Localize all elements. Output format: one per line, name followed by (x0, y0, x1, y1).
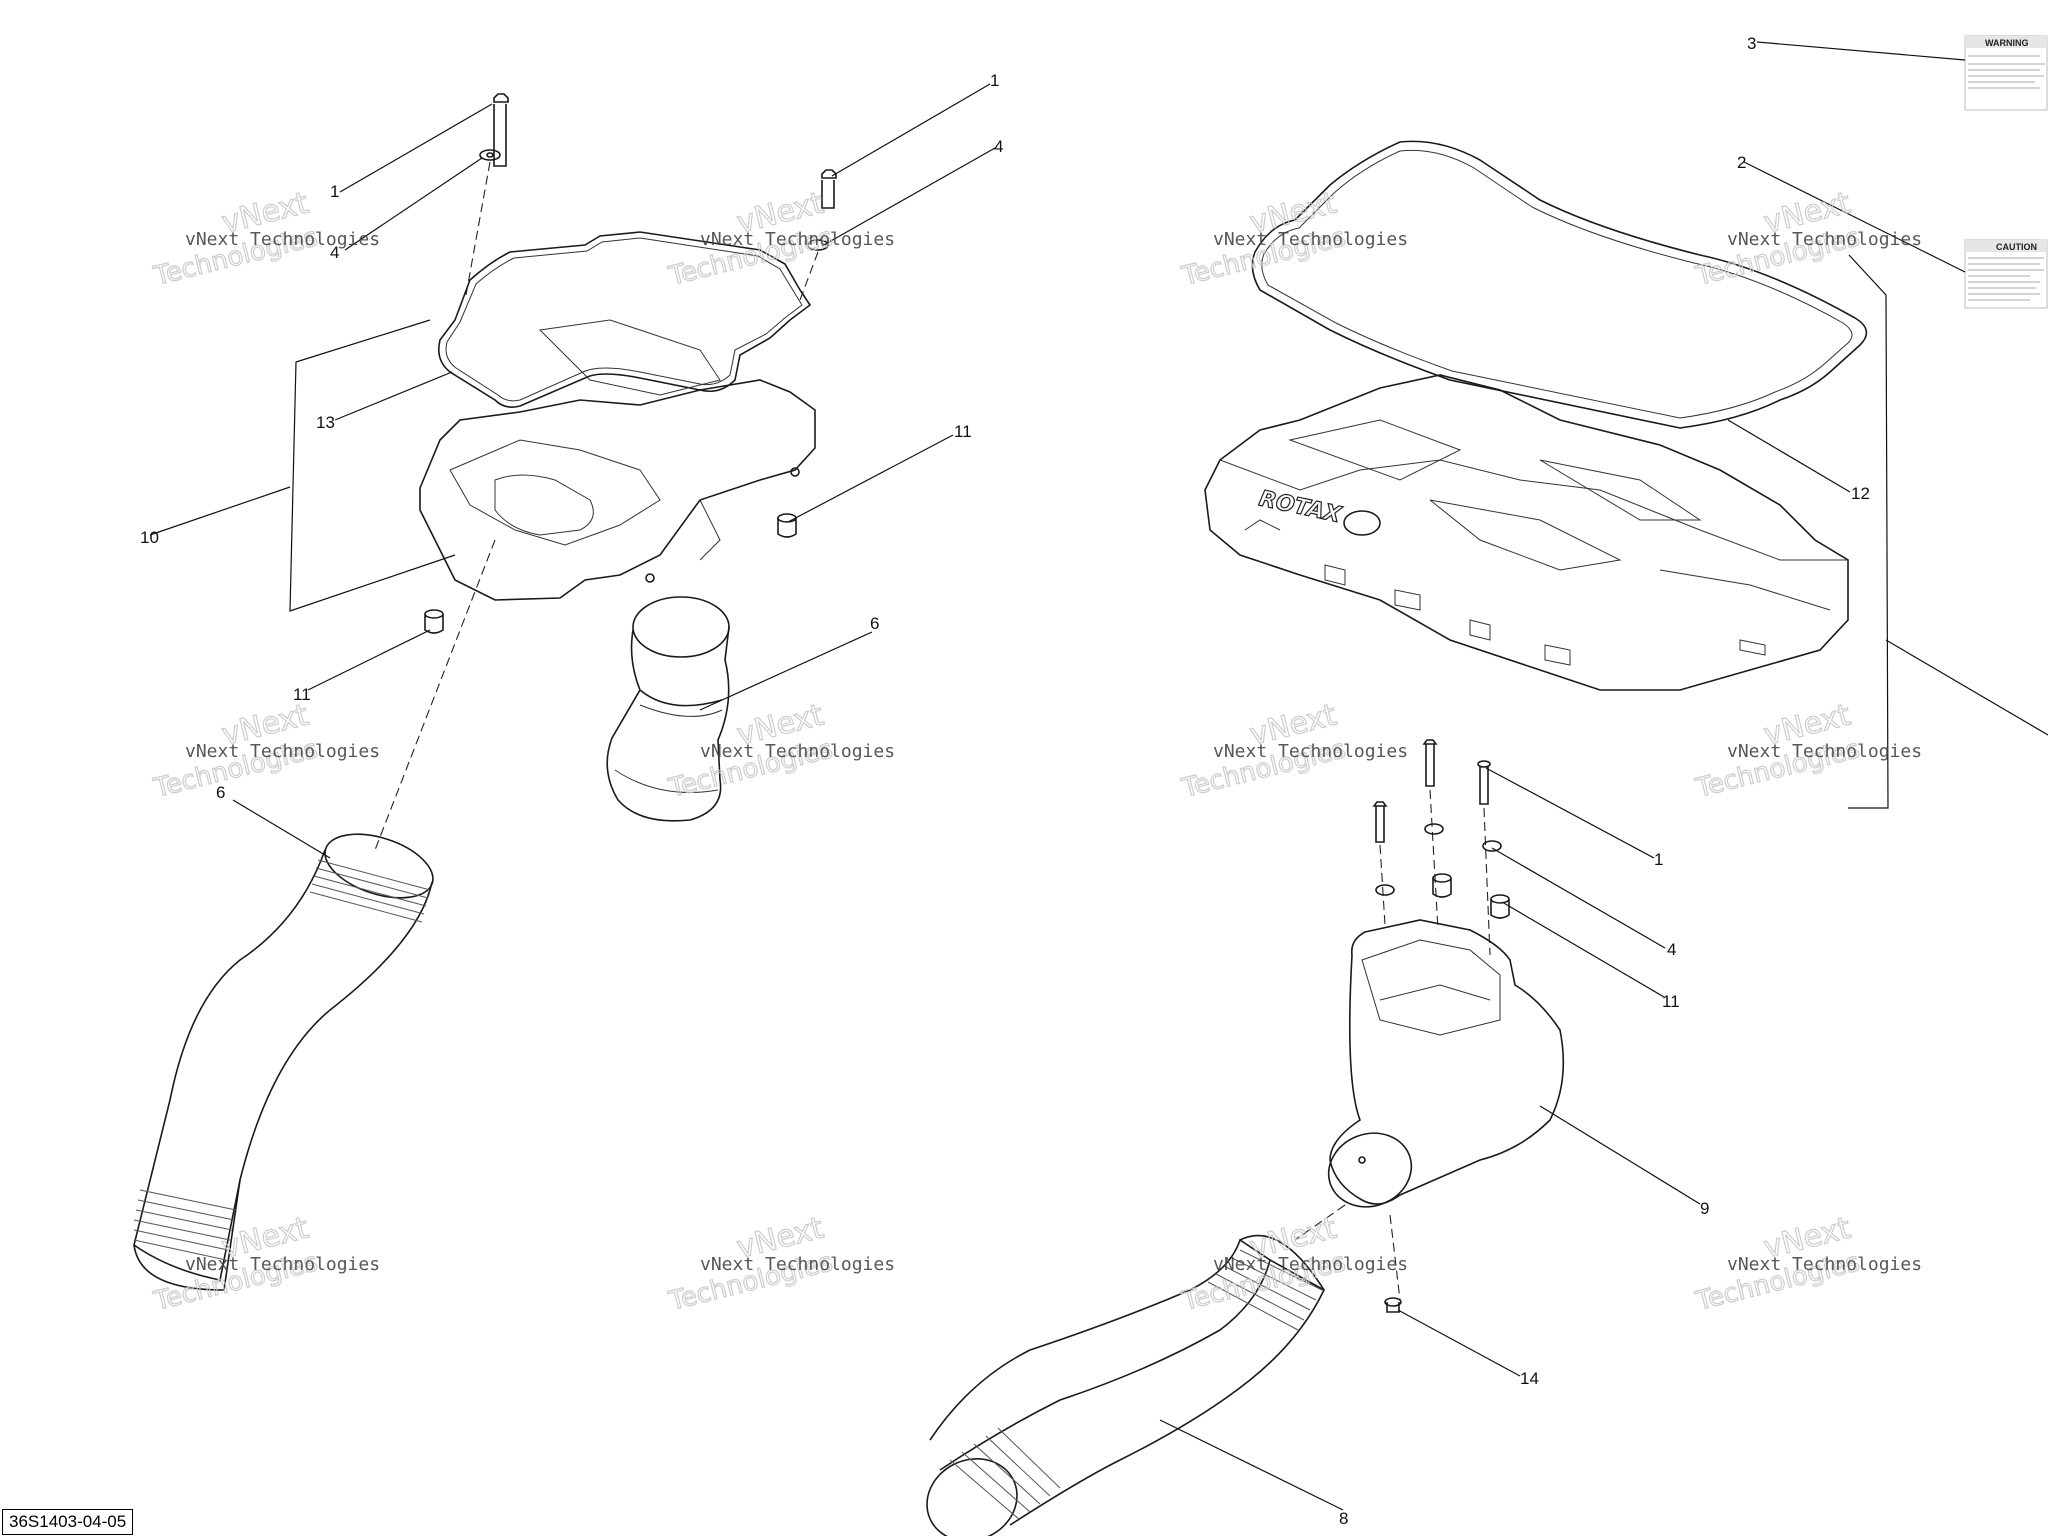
screw-part (1477, 760, 1491, 805)
drain-screw-part (1384, 1297, 1402, 1313)
watermark: vNext Technologies vNext Technologies (1692, 185, 1922, 293)
callout-label: 8 (1339, 1509, 1348, 1528)
svg-text:vNext Technologies: vNext Technologies (1727, 741, 1922, 762)
svg-text:vNext Technologies: vNext Technologies (1213, 1254, 1408, 1275)
resonator-housing-part (1327, 919, 1565, 1208)
watermark: vNext Technologies vNext Technologies (665, 185, 895, 293)
watermark: vNext Technologies vNext Technologies (150, 697, 380, 805)
insert-nut-part (777, 513, 797, 538)
insert-nut-part (424, 609, 444, 634)
callout-label: 10 (140, 528, 159, 547)
watermark: vNext Technologies vNext Technologies (665, 1210, 895, 1318)
svg-text:vNext Technologies: vNext Technologies (700, 1254, 895, 1275)
watermark: vNext Technologies vNext Technologies (665, 697, 895, 805)
leader-lines (149, 41, 2048, 1511)
callout-label: 9 (1700, 1199, 1709, 1218)
callout-label: 4 (330, 243, 339, 262)
left-airbox-assembly (133, 93, 837, 1291)
callout-label: 11 (954, 422, 972, 441)
svg-text:vNext Technologies: vNext Technologies (700, 229, 895, 250)
warning-decal: WARNING (1964, 35, 2048, 111)
watermark: vNext Technologies vNext Technologies (1178, 697, 1408, 805)
callout-label: 11 (1662, 992, 1680, 1011)
intake-hose-part (133, 833, 434, 1291)
airbox-base-part (419, 319, 816, 601)
svg-text:vNext Technologies: vNext Technologies (1727, 229, 1922, 250)
callout-label: 6 (216, 783, 225, 802)
caution-decal: CAUTION (1964, 239, 2048, 309)
svg-text:vNext Technologies: vNext Technologies (700, 741, 895, 762)
svg-text:vNext Technologies: vNext Technologies (185, 741, 380, 762)
callout-label: 1 (990, 71, 999, 90)
washer-part (1375, 884, 1395, 896)
svg-text:vNext Technologies: vNext Technologies (1213, 229, 1408, 250)
callout-label: 3 (1747, 34, 1756, 53)
right-airbox-assembly: ROTAX (926, 35, 2048, 1536)
washer-part (1424, 823, 1444, 835)
svg-text:vNext Technologies: vNext Technologies (185, 229, 380, 250)
svg-text:vNext Technologies: vNext Technologies (1727, 1254, 1922, 1275)
watermark: vNext Technologies vNext Technologies (150, 1210, 380, 1318)
airbox-cover-part: ROTAX (1204, 374, 1849, 691)
washer-part (1482, 840, 1502, 852)
insert-nut-part (1432, 873, 1452, 898)
drawing-code: 36S1403-04-05 (2, 1509, 134, 1535)
callout-label: 4 (1667, 940, 1676, 959)
caution-decal-title: CAUTION (1996, 242, 2037, 252)
washer-part (807, 239, 829, 251)
svg-text:vNext Technologies: vNext Technologies (1213, 741, 1408, 762)
callout-label: 12 (1851, 484, 1870, 503)
screw-part (1372, 801, 1388, 843)
screw-part (1422, 739, 1438, 787)
callout-label: 1 (330, 182, 339, 201)
callout-label: 13 (316, 413, 335, 432)
screw-part (493, 93, 509, 167)
callout-label: 4 (994, 137, 1003, 156)
callout-label: 2 (1737, 153, 1746, 172)
callout-label: 6 (870, 614, 879, 633)
callout-label: 1 (1654, 850, 1663, 869)
gasket-part (437, 231, 812, 408)
rotax-logo: ROTAX (1257, 486, 1344, 528)
outlet-hose-part (926, 1234, 1326, 1536)
watermarks: vNext Technologies vNext Technologies vN… (150, 185, 1922, 1318)
washer-part (479, 149, 501, 161)
watermark: vNext Technologies vNext Technologies (1692, 1210, 1922, 1318)
callout-label: 14 (1520, 1369, 1539, 1388)
watermark: vNext Technologies vNext Technologies (150, 185, 380, 293)
elbow-duct-part (606, 596, 730, 822)
callout-label: 11 (293, 685, 311, 704)
warning-decal-title: WARNING (1985, 38, 2029, 48)
watermark: vNext Technologies vNext Technologies (1178, 185, 1408, 293)
screw-part (821, 169, 837, 209)
svg-text:vNext Technologies: vNext Technologies (185, 1254, 380, 1275)
callout-labels: 1 4 13 10 11 6 1 4 11 6 3 2 12 1 4 11 9 … (140, 34, 1870, 1528)
insert-nut-part (1490, 894, 1510, 919)
cover-gasket-part (1251, 140, 1868, 429)
